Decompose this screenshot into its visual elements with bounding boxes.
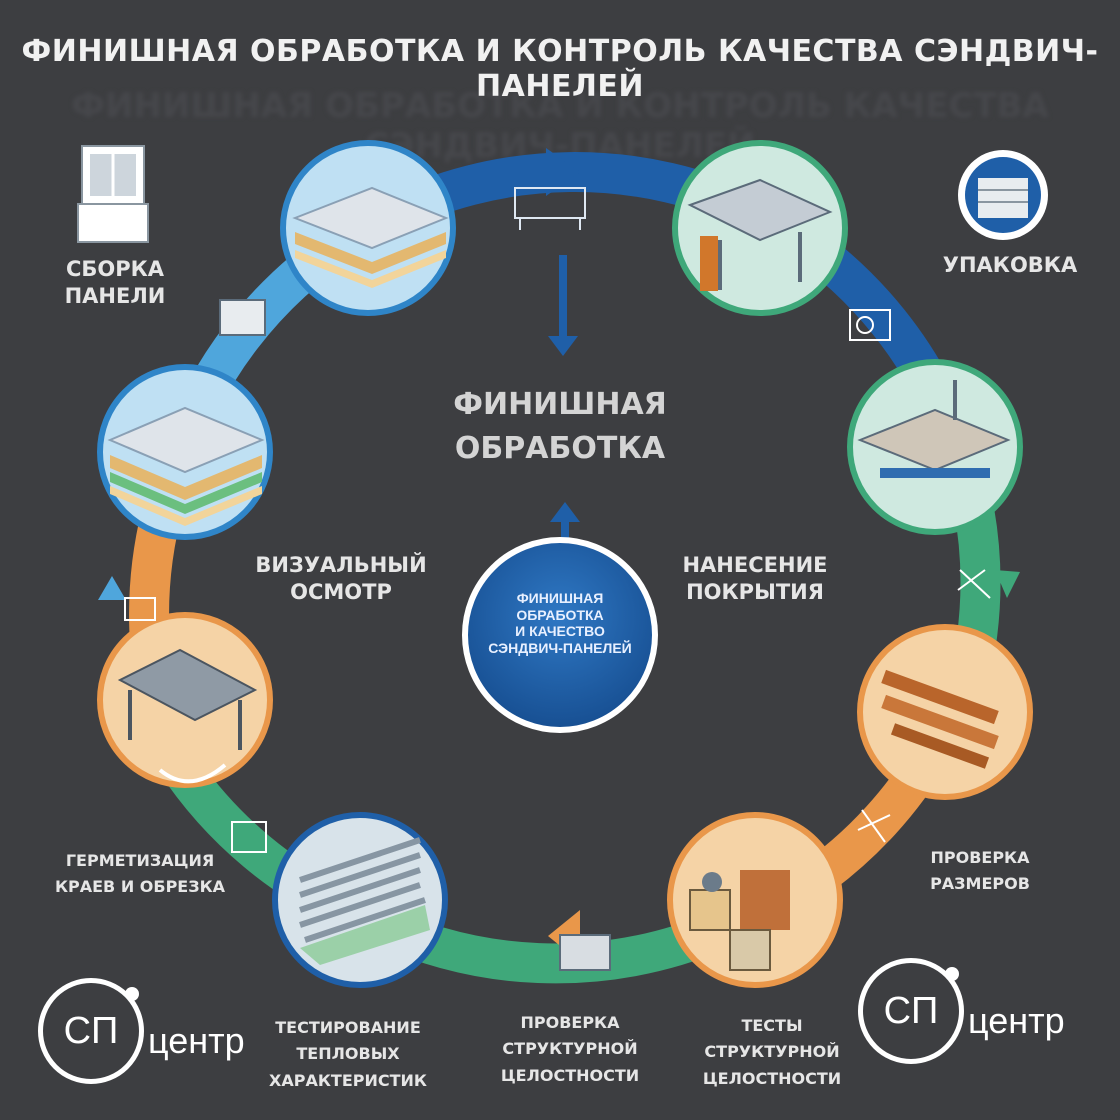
hub-circle	[462, 537, 658, 733]
roll-icon	[849, 309, 891, 341]
node-panel-layers	[97, 364, 273, 540]
label-structural-check: ПРОВЕРКА СТРУКТУРНОЙ ЦЕЛОСТНОСТИ	[500, 1013, 640, 1085]
label-dimension-check: ПРОВЕРКА РАЗМЕРОВ	[930, 848, 1030, 894]
node-corrugated-panel	[272, 812, 448, 988]
label-thermal-testing: ТЕСТИРОВАНИЕ ТЕПЛОВЫХ ХАРАКТЕРИСТИК	[269, 1018, 427, 1090]
node-panel-assembly	[280, 140, 456, 316]
machine-icon	[687, 178, 833, 242]
cutter-icon-right	[857, 809, 891, 843]
press-icon	[857, 408, 1011, 472]
page-title: ФИНИШНАЯ ОБРАБОТКА И КОНТРОЛЬ КАЧЕСТВА С…	[21, 34, 1099, 104]
cart-icon-bottom	[559, 934, 611, 971]
production-line-icon	[117, 648, 258, 784]
corrugated-panel-icon	[299, 837, 426, 943]
frame-icon	[957, 569, 991, 599]
label-edge-sealing: ГЕРМЕТИЗАЦИЯ КРАЕВ И ОБРЕЗКА	[54, 851, 226, 897]
test-equipment-icon	[689, 870, 790, 971]
node-production-line	[97, 612, 273, 788]
logo-mark: СП	[38, 978, 144, 1084]
logo-word: центр	[148, 1020, 245, 1061]
node-test-equipment	[667, 812, 843, 988]
node-lumber	[857, 624, 1033, 800]
tools-icon	[514, 187, 586, 230]
lumber-icon	[881, 669, 999, 769]
logo-word: центр	[968, 1000, 1065, 1041]
box-icon-bottom-left	[231, 821, 267, 853]
center-arrow-up-head	[550, 502, 580, 522]
center-arrow-down-head	[548, 336, 578, 356]
label-structural-tests: ТЕСТЫ СТРУКТУРНОЙ ЦЕЛОСТНОСТИ	[702, 1016, 842, 1088]
node-press-table	[847, 359, 1023, 535]
hub-label: ФИНИШНАЯ ОБРАБОТКА И КАЧЕСТВО СЭНДВИЧ-ПА…	[488, 590, 632, 656]
label-packing: УПАКОВКА	[942, 253, 1078, 277]
label-coating: НАНЕСЕНИЕ ПОКРЫТИЯ	[682, 553, 828, 605]
panel-stack-icon	[292, 186, 449, 250]
logo-left: СП центр	[38, 978, 245, 1084]
window-icon-small	[219, 299, 266, 336]
node-machine	[672, 140, 848, 316]
arrow-right	[995, 570, 1020, 598]
logo-right: СП центр	[858, 958, 1065, 1064]
arrow-top	[546, 148, 580, 196]
label-panel-assembly: СБОРКА ПАНЕЛИ	[64, 257, 166, 309]
label-visual-inspection: ВИЗУАЛЬНЫЙ ОСМОТР	[255, 553, 427, 605]
package-icon	[958, 150, 1048, 240]
title-reflection: ФИНИШНАЯ ОБРАБОТКА И КОНТРОЛЬ КАЧЕСТВА С…	[71, 86, 1049, 166]
roll-icon-left	[124, 597, 156, 621]
logo-mark: СП	[858, 958, 964, 1064]
window-icon	[77, 145, 149, 243]
center-title: ФИНИШНАЯ ОБРАБОТКА	[453, 387, 667, 466]
arrow-left	[98, 576, 126, 600]
